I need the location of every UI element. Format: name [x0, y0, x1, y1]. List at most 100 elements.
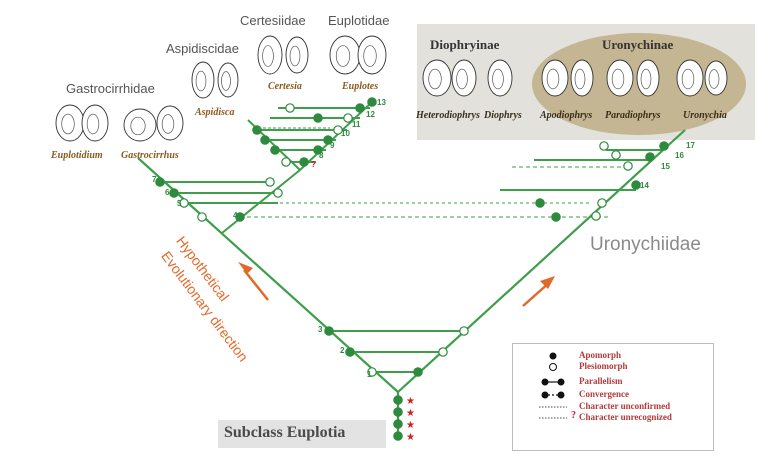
ciliate-sketch-detail-icon — [681, 68, 695, 90]
ciliate-sketch-icon — [676, 59, 704, 97]
character-number: 13 — [377, 98, 386, 107]
apomorph-node — [535, 198, 545, 208]
subfamily-diophryinae: Diophryinae — [430, 37, 500, 52]
ciliate-sketch-detail-icon — [130, 116, 146, 136]
genus-aspidisca: Aspidisca — [195, 107, 235, 118]
plesiomorph-node — [597, 198, 607, 208]
ciliate-sketch-icon — [191, 61, 215, 99]
character-number: 10 — [341, 129, 350, 138]
ciliate-sketch-detail-icon — [86, 113, 100, 135]
apomorph-node — [413, 367, 423, 377]
apomorph-node — [169, 188, 179, 198]
trunk-apomorph-node — [393, 419, 403, 429]
ciliate-sketch-icon — [606, 59, 634, 97]
ciliate-sketch-detail-icon — [428, 68, 442, 90]
ciliate-sketch-detail-icon — [161, 114, 175, 134]
ciliate-sketch-icon — [487, 59, 513, 97]
trunk-star: ★ — [406, 408, 415, 419]
apomorph-node — [313, 113, 323, 123]
character-number: 7 — [152, 175, 157, 184]
plesiomorph-node — [367, 367, 377, 377]
left-arrow-head — [238, 262, 253, 274]
apomorph-node — [659, 141, 669, 151]
ciliate-sketch-icon — [81, 104, 109, 142]
ciliate-sketch-icon — [123, 108, 157, 142]
apomorph-node — [551, 212, 561, 222]
ciliate-sketch-icon — [257, 35, 283, 75]
legend-parallelism: Parallelism — [579, 376, 623, 386]
ciliate-sketch-icon — [636, 59, 660, 97]
apomorph-node — [631, 180, 641, 190]
ciliate-sketch-icon — [285, 36, 309, 74]
plesiomorph-node — [611, 150, 621, 160]
apomorph-node — [299, 157, 309, 167]
ciliate-sketch-icon — [451, 59, 477, 97]
genus-euplotes: Euplotes — [342, 81, 379, 92]
character-number: 4 — [233, 211, 238, 220]
plesiomorph-node — [265, 177, 275, 187]
apomorph-node — [345, 347, 355, 357]
ciliate-sketch-icon — [357, 35, 387, 75]
apomorph-node — [645, 152, 655, 162]
right-arrow-shaft — [522, 281, 551, 307]
character-number: 8 — [319, 151, 324, 160]
ciliate-sketch-icon — [329, 35, 361, 75]
apomorph-node — [260, 135, 270, 145]
ciliate-sketch-detail-icon — [195, 70, 207, 92]
apomorph-node — [235, 212, 245, 222]
genus-certesia: Certesia — [268, 81, 302, 92]
ciliate-sketch-detail-icon — [289, 45, 301, 67]
aspidiscidae-branch — [221, 169, 301, 234]
character-number: 2 — [340, 346, 345, 355]
ciliate-sketch-detail-icon — [708, 69, 720, 89]
trunk-star: ★ — [406, 432, 415, 443]
family-aspidiscidae: Aspidiscidae — [166, 41, 239, 56]
apomorph-node — [323, 135, 333, 145]
character-number: 17 — [686, 141, 695, 150]
plesiomorph-node — [285, 103, 295, 113]
apomorph-node — [155, 177, 165, 187]
apomorph-node — [252, 125, 262, 135]
ciliate-sketch-icon — [217, 62, 239, 98]
ciliate-sketch-detail-icon — [611, 68, 625, 90]
character-number: 11 — [352, 120, 361, 129]
character-number: 5 — [177, 199, 182, 208]
plesiomorph-node — [281, 157, 291, 167]
plesiomorph-node — [623, 161, 633, 171]
subclass-label-box — [218, 420, 386, 448]
character-number: 3 — [318, 325, 323, 334]
trunk-apomorph-node — [393, 407, 403, 417]
ciliate-sketch-detail-icon — [221, 71, 231, 91]
plesiomorph-node — [459, 326, 469, 336]
plesiomorph-node — [343, 113, 353, 123]
trunk-apomorph-node — [393, 431, 403, 441]
legend: Apomorph Plesiomorph Parallelism Converg… — [512, 343, 714, 451]
family-certesiidae: Certesiidae — [240, 13, 306, 28]
plesiomorph-node — [599, 141, 609, 151]
apomorph-node — [355, 103, 365, 113]
trunk-apomorph-node — [393, 395, 403, 405]
ciliate-sketch-detail-icon — [574, 68, 586, 90]
genus-diophrys: Diophrys — [484, 110, 522, 121]
genus-heterodiophrys: Heterodiophrys — [416, 110, 480, 121]
character-number: 9 — [330, 141, 335, 150]
ciliate-sketch-detail-icon — [363, 45, 377, 67]
character-unrecognized-mark: ? — [311, 160, 316, 169]
ciliate-sketch-icon — [704, 60, 728, 96]
apomorph-node — [313, 145, 323, 155]
subfamily-uronychinae: Uronychinae — [602, 37, 674, 52]
apomorph-node — [324, 326, 334, 336]
ciliate-sketch-detail-icon — [640, 68, 652, 90]
trunk-star: ★ — [406, 396, 415, 407]
legend-unconfirmed: Character unconfirmed — [579, 401, 671, 411]
legend-convergence: Convergence — [579, 389, 629, 399]
ciliate-sketch-icon — [156, 105, 184, 141]
ciliate-sketch-detail-icon — [456, 68, 468, 90]
plesiomorph-node — [179, 198, 189, 208]
genus-paradiophrys: Paradiophrys — [605, 110, 661, 121]
subclass-label: Subclass Euplotia — [224, 424, 346, 441]
ciliate-sketch-detail-icon — [492, 68, 504, 90]
ciliate-sketch-icon — [541, 59, 569, 97]
genus-apodiophrys: Apodiophrys — [540, 110, 593, 121]
